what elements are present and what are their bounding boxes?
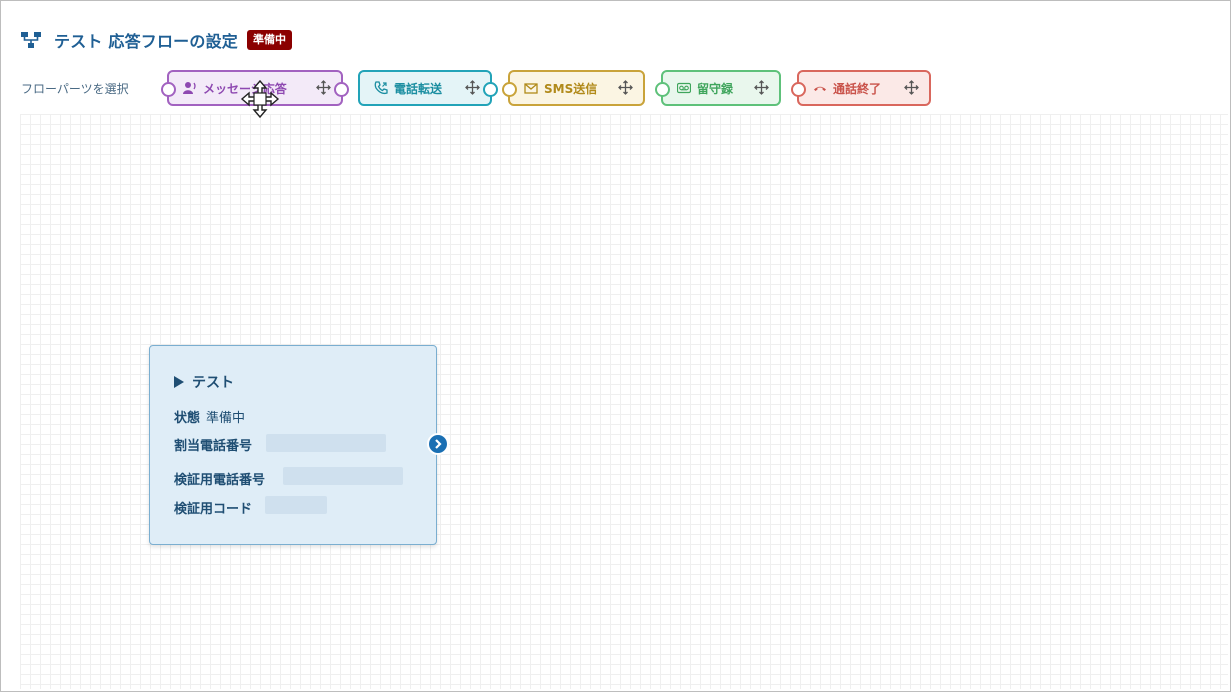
part-phone-transfer[interactable]: 電話転送 bbox=[358, 70, 498, 106]
redacted-assigned-number bbox=[266, 434, 386, 452]
move-icon[interactable] bbox=[618, 80, 633, 95]
node-title: テスト bbox=[174, 372, 234, 392]
input-port[interactable] bbox=[502, 82, 517, 97]
voicemail-icon bbox=[677, 82, 691, 94]
input-port[interactable] bbox=[655, 82, 670, 97]
output-port[interactable] bbox=[483, 82, 498, 97]
page-header: テスト 応答フローの設定 準備中 bbox=[20, 29, 292, 51]
move-icon[interactable] bbox=[316, 80, 331, 95]
parts-palette-label: フローパーツを選択 bbox=[21, 82, 129, 96]
redacted-verify-code bbox=[265, 496, 327, 514]
part-call-end[interactable]: 通話終了 bbox=[791, 70, 931, 106]
user-speaking-icon bbox=[183, 82, 196, 94]
node-title-text: テスト bbox=[192, 375, 234, 391]
input-port[interactable] bbox=[791, 82, 806, 97]
node-status-row: 状態準備中 bbox=[174, 407, 245, 426]
status-value: 準備中 bbox=[206, 411, 246, 426]
move-cursor-icon bbox=[240, 79, 280, 119]
chevron-right-icon bbox=[435, 439, 442, 449]
status-label: 状態 bbox=[174, 411, 201, 426]
redacted-verify-number bbox=[283, 467, 403, 485]
assigned-number-label: 割当電話番号 bbox=[174, 439, 253, 454]
flow-diagram-icon bbox=[21, 32, 41, 48]
node-verify-number-row: 検証用電話番号 bbox=[174, 469, 265, 488]
part-label: メッセージ応答 bbox=[203, 81, 287, 96]
status-badge: 準備中 bbox=[246, 30, 292, 50]
phone-forward-icon bbox=[374, 81, 388, 95]
move-icon[interactable] bbox=[754, 80, 769, 95]
phone-hangup-icon bbox=[814, 86, 826, 91]
part-voicemail[interactable]: 留守録 bbox=[655, 70, 781, 106]
part-sms-send[interactable]: SMS送信 bbox=[502, 70, 645, 106]
node-output-port[interactable] bbox=[427, 433, 449, 455]
part-label: 留守録 bbox=[697, 81, 734, 96]
node-assigned-number-row: 割当電話番号 bbox=[174, 435, 252, 454]
part-message-response[interactable]: メッセージ応答 bbox=[161, 70, 349, 106]
move-icon[interactable] bbox=[904, 80, 919, 95]
node-verify-code-row: 検証用コード bbox=[174, 498, 252, 517]
verify-code-label: 検証用コード bbox=[174, 502, 253, 517]
input-port[interactable] bbox=[161, 82, 176, 97]
part-label: 通話終了 bbox=[833, 81, 882, 96]
start-node[interactable]: テスト 状態準備中 割当電話番号 検証用電話番号 検証用コード bbox=[149, 345, 449, 545]
verify-number-label: 検証用電話番号 bbox=[174, 473, 266, 488]
move-icon[interactable] bbox=[465, 80, 480, 95]
output-port[interactable] bbox=[334, 82, 349, 97]
part-label: SMS送信 bbox=[544, 81, 598, 96]
envelope-icon bbox=[524, 83, 538, 94]
part-label: 電話転送 bbox=[394, 81, 443, 96]
page-title: テスト 応答フローの設定 bbox=[54, 32, 238, 51]
play-icon bbox=[174, 376, 184, 388]
